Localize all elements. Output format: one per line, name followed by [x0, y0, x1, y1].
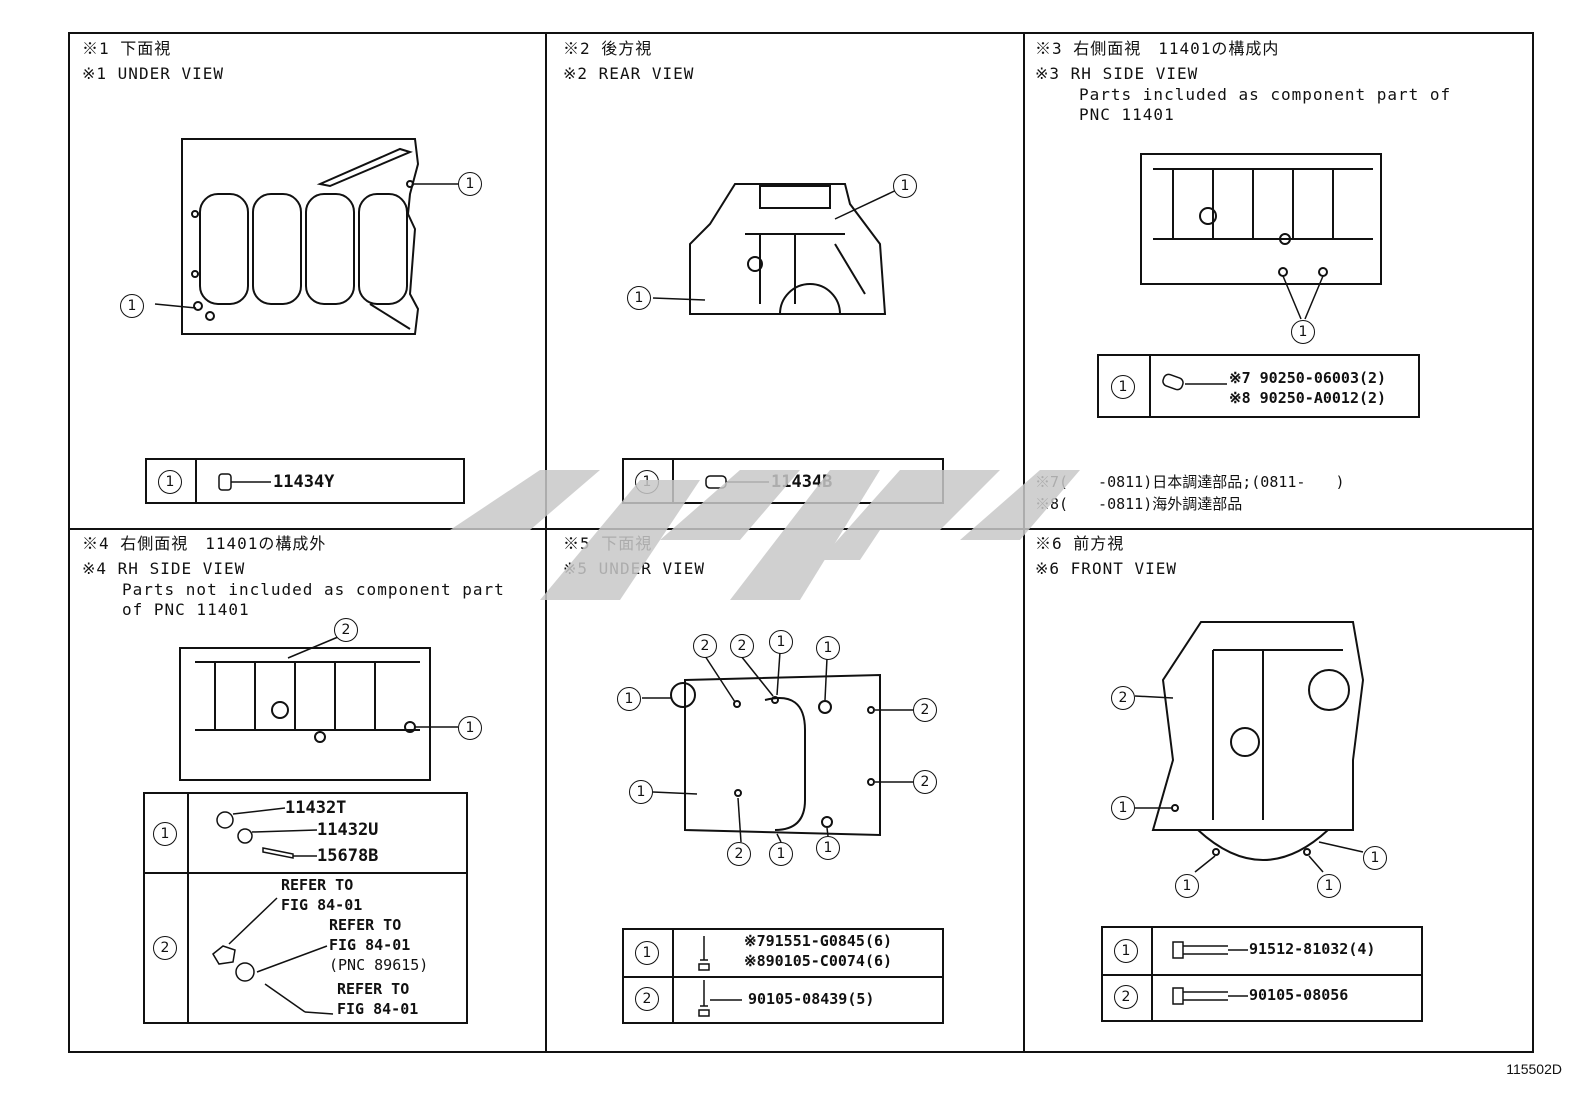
straight-pin-icon — [1162, 373, 1227, 391]
block-rh-side-drawing — [179, 636, 458, 781]
callout-2: 2 — [1111, 686, 1135, 710]
panel-title-en: ※4 RH SIDE VIEW — [82, 559, 246, 578]
callout-1: 1 — [1175, 874, 1199, 898]
block-rh-side-drawing — [1140, 153, 1382, 320]
parts-table: 1 11434Y — [145, 458, 465, 504]
callout-1: 1 — [1111, 796, 1135, 820]
reference-text: FIG 84-01 — [329, 936, 411, 954]
callout-1: 1 — [893, 174, 917, 198]
block-rear-view-drawing — [652, 183, 904, 315]
callout-1: 1 — [769, 842, 793, 866]
panel-note: PNC 11401 — [1079, 105, 1175, 124]
panel-rear-view-2: ※2 後方視 ※2 REAR VIEW 1 1 1 11434B — [545, 34, 1020, 526]
block-front-view-drawing — [1134, 621, 1365, 873]
callout-1: 1 — [1363, 846, 1387, 870]
callout-1: 1 — [627, 286, 651, 310]
reference-text: FIG 84-01 — [281, 896, 363, 914]
part-number: ※890105-C0074(6) — [744, 952, 893, 970]
callout-1: 1 — [158, 470, 182, 494]
panel-note: Parts not included as component part — [122, 580, 505, 599]
panel-rh-side-view-4: ※4 右側面視 11401の構成外 ※4 RH SIDE VIEW Parts … — [70, 530, 543, 1051]
panel-rh-side-view-3: ※3 右側面視 11401の構成内 ※3 RH SIDE VIEW Parts … — [1023, 34, 1532, 526]
callout-2: 2 — [153, 936, 177, 960]
reference-text: REFER TO — [337, 980, 410, 998]
callout-1: 1 — [1317, 874, 1341, 898]
panel-note: Parts included as component part of — [1079, 85, 1452, 104]
callout-1: 1 — [635, 941, 659, 965]
callout-1: 1 — [816, 636, 840, 660]
reference-text: FIG 84-01 — [337, 1000, 419, 1018]
callout-1: 1 — [458, 172, 482, 196]
part-number: 90105-08056 — [1249, 986, 1349, 1004]
dowel-pin-icon — [218, 473, 271, 491]
callout-2: 2 — [913, 698, 937, 722]
reference-text: (PNC 89615) — [329, 956, 429, 974]
reference-text: REFER TO — [329, 916, 402, 934]
callout-2: 2 — [635, 987, 659, 1011]
panel-title-jp: ※2 後方視 — [563, 39, 653, 58]
reference-text: REFER TO — [281, 876, 354, 894]
panel-under-view-1: ※1 下面視 ※1 UNDER VIEW 1 1 1 11434Y — [70, 34, 543, 526]
panel-title-en: ※2 REAR VIEW — [563, 64, 695, 83]
panel-front-view-6: ※6 前方視 ※6 FRONT VIEW 2 1 1 1 1 1 2 — [1023, 530, 1532, 1051]
grid-divider-v2 — [1023, 34, 1025, 1051]
parts-table: 1 2 91512-81032(4) 90105-08056 — [1101, 926, 1423, 1022]
parts-table: 1 2 ※791551-G0845(6) ※890105-C0074(6) 90… — [622, 928, 944, 1024]
part-number: 11434Y — [273, 472, 335, 492]
footnote: ※7( -0811)日本調達部品;(0811- ) — [1035, 473, 1345, 491]
callout-1: 1 — [617, 687, 641, 711]
panel-title-jp: ※1 下面視 — [82, 39, 172, 58]
bolt-icons — [698, 936, 742, 1017]
callout-1: 1 — [458, 716, 482, 740]
panel-title-jp: ※4 右側面視 11401の構成外 — [82, 534, 327, 553]
bolt-icons — [1172, 941, 1248, 1005]
callout-1: 1 — [816, 836, 840, 860]
parts-table: 1 2 11432T 11432U 15678B REFER TO FIG 84… — [143, 792, 468, 1024]
panel-title-en: ※3 RH SIDE VIEW — [1035, 64, 1199, 83]
callout-1: 1 — [769, 630, 793, 654]
parts-icons — [212, 807, 334, 1015]
callout-1: 1 — [1114, 939, 1138, 963]
part-number: 11434B — [771, 472, 833, 492]
parts-table: 1 11434B — [622, 458, 944, 504]
callout-2: 2 — [1114, 985, 1138, 1009]
callout-1: 1 — [153, 822, 177, 846]
callout-1: 1 — [629, 780, 653, 804]
block-under-view-drawing — [642, 651, 913, 843]
part-number: ※791551-G0845(6) — [744, 932, 893, 950]
parts-table: 1 ※7 90250-06003(2) ※8 90250-A0012(2) — [1097, 354, 1420, 418]
panel-note: of PNC 11401 — [122, 600, 250, 619]
callout-2: 2 — [913, 770, 937, 794]
part-number: 11432U — [317, 820, 379, 840]
callout-2: 2 — [693, 634, 717, 658]
figure-id: 115502D — [1506, 1061, 1562, 1077]
part-number: 11432T — [285, 798, 347, 818]
footnote: ※8( -0811)海外調達部品 — [1035, 495, 1243, 513]
callout-2: 2 — [727, 842, 751, 866]
callout-2: 2 — [334, 618, 358, 642]
panel-title-en: ※1 UNDER VIEW — [82, 64, 224, 83]
part-number: 15678B — [317, 846, 379, 866]
block-under-view-drawing — [154, 138, 458, 335]
part-number: 91512-81032(4) — [1249, 940, 1376, 958]
part-number: ※8 90250-A0012(2) — [1229, 389, 1387, 407]
callout-2: 2 — [730, 634, 754, 658]
part-number: 90105-08439(5) — [748, 990, 875, 1008]
callout-1: 1 — [120, 294, 144, 318]
panel-title-en: ※6 FRONT VIEW — [1035, 559, 1177, 578]
panel-title-jp: ※3 右側面視 11401の構成内 — [1035, 39, 1280, 58]
callout-1: 1 — [1111, 375, 1135, 399]
panel-under-view-5: ※5 下面視 ※5 UNDER VIEW 1 2 2 1 1 2 2 1 2 1… — [545, 530, 1020, 1051]
part-number: ※7 90250-06003(2) — [1229, 369, 1387, 387]
callout-1: 1 — [1291, 320, 1315, 344]
